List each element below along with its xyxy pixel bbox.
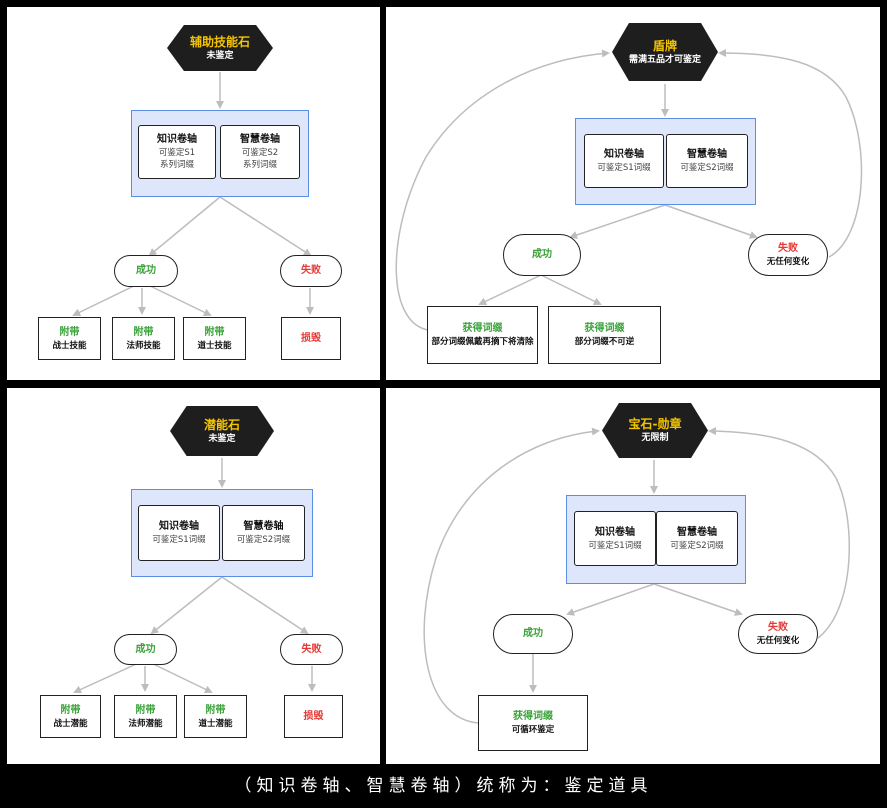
card-line: 可鉴定S1词缀 [152,535,206,545]
result-sub: 道士潜能 [198,718,233,729]
result-taoist: 附带 道士潜能 [184,695,247,738]
knowledge-scroll-card: 知识卷轴 可鉴定S1 系列词缀 [138,125,216,179]
destroy-label: 损毁 [303,710,324,722]
fail-node: 失败 无任何变化 [748,234,828,276]
card-title: 知识卷轴 [157,134,197,145]
node-title: 辅助技能石 [189,34,250,49]
wisdom-scroll-card: 智慧卷轴 可鉴定S2 系列词缀 [220,125,300,179]
card-line: 可鉴定S1词缀 [588,540,642,551]
potential-stone-node: 潜能石 未鉴定 [170,406,274,456]
result-title: 附带 [204,326,225,338]
success-node: 成功 [503,234,581,276]
scroll-group: 知识卷轴 可鉴定S1词缀 智慧卷轴 可鉴定S2词缀 [131,489,313,577]
success-label: 成功 [532,249,552,260]
card-title: 智慧卷轴 [240,134,280,145]
result-title: 获得词缀 [462,323,503,334]
node-subtitle: 未鉴定 [208,433,236,444]
card-title: 知识卷轴 [595,526,635,538]
result-title: 附带 [133,326,154,338]
card-line: 系列词缀 [159,160,194,170]
result-cleared: 获得词缀 部分词缀佩戴再摘下将清除 [427,306,538,364]
card-line: 可鉴定S2词缀 [670,540,724,551]
result-sub: 部分词缀不可逆 [574,337,635,347]
result-sub: 法师潜能 [128,718,163,729]
result-sub: 战士潜能 [53,718,88,729]
result-irreversible: 获得词缀 部分词缀不可逆 [548,306,661,364]
panel-shield: 盾牌 需满五品才可鉴定 知识卷轴 可鉴定S1词缀 智慧卷轴 可鉴定S2词缀 成功… [386,7,880,380]
card-title: 知识卷轴 [604,149,644,160]
wisdom-scroll-card: 智慧卷轴 可鉴定S2词缀 [666,134,748,188]
fail-node: 失败 [280,634,343,665]
shield-node: 盾牌 需满五品才可鉴定 [612,23,718,81]
skill-stone-node: 辅助技能石 未鉴定 [167,25,273,71]
result-mage: 附带 法师技能 [112,317,175,360]
panel-gem-medal: 宝石-勋章 无限制 知识卷轴 可鉴定S1词缀 智慧卷轴 可鉴定S2词缀 成功 失… [386,388,880,764]
result-title: 附带 [205,704,226,716]
card-line: 可鉴定S2词缀 [680,163,734,173]
result-title: 附带 [135,704,156,716]
destroy-node: 损毁 [284,695,343,738]
scroll-group: 知识卷轴 可鉴定S1词缀 智慧卷轴 可鉴定S2词缀 [566,495,746,584]
fail-label: 失败 [301,643,322,655]
result-sub: 法师技能 [126,340,161,351]
panel-potential-stone: 潜能石 未鉴定 知识卷轴 可鉴定S1词缀 智慧卷轴 可鉴定S2词缀 成功 失败 … [7,388,380,764]
card-title: 智慧卷轴 [687,149,727,160]
card-title: 知识卷轴 [159,521,199,532]
card-title: 智慧卷轴 [243,521,284,532]
result-taoist: 附带 道士技能 [183,317,246,360]
result-loop: 获得词缀 可循环鉴定 [478,695,588,751]
knowledge-scroll-card: 知识卷轴 可鉴定S1词缀 [574,511,656,566]
caption: （知识卷轴、智慧卷轴）统称为：鉴定道具 [234,776,653,796]
result-title: 获得词缀 [513,711,553,722]
node-title: 盾牌 [652,38,677,53]
result-warrior: 附带 战士潜能 [40,695,101,738]
fail-sub: 无任何变化 [766,257,810,267]
card-line: 可鉴定S2词缀 [236,535,291,545]
result-sub: 道士技能 [197,340,232,351]
success-label: 成功 [523,628,543,639]
success-node: 成功 [493,614,573,654]
card-line: 系列词缀 [242,160,277,170]
destroy-node: 损毁 [281,317,341,360]
result-sub: 部分词缀佩戴再摘下将清除 [431,337,534,347]
card-line: 可鉴定S1 [158,148,196,158]
success-node: 成功 [114,634,177,665]
fail-label: 失败 [301,265,321,276]
card-line: 可鉴定S2 [241,148,279,158]
result-title: 附带 [60,704,81,716]
destroy-label: 损毁 [301,332,321,344]
knowledge-scroll-card: 知识卷轴 可鉴定S1词缀 [138,505,220,561]
result-sub: 战士技能 [52,340,87,351]
card-title: 智慧卷轴 [677,526,717,538]
knowledge-scroll-card: 知识卷轴 可鉴定S1词缀 [584,134,664,188]
gem-medal-node: 宝石-勋章 无限制 [602,403,708,458]
node-subtitle: 无限制 [641,433,669,443]
success-label: 成功 [135,643,156,655]
result-title: 附带 [59,326,80,338]
node-subtitle: 未鉴定 [206,50,234,61]
wisdom-scroll-card: 智慧卷轴 可鉴定S2词缀 [656,511,738,566]
node-subtitle: 需满五品才可鉴定 [628,54,701,65]
result-sub: 可循环鉴定 [511,725,555,735]
scroll-group: 知识卷轴 可鉴定S1词缀 智慧卷轴 可鉴定S2词缀 [575,118,756,205]
scroll-group: 知识卷轴 可鉴定S1 系列词缀 智慧卷轴 可鉴定S2 系列词缀 [131,110,309,197]
panel-skill-stone: 辅助技能石 未鉴定 知识卷轴 可鉴定S1 系列词缀 智慧卷轴 可鉴定S2 系列词… [7,7,380,380]
success-node: 成功 [114,255,178,287]
fail-node: 失败 [280,255,342,287]
fail-label: 失败 [768,622,788,633]
wisdom-scroll-card: 智慧卷轴 可鉴定S2词缀 [222,505,305,561]
result-title: 获得词缀 [584,323,625,334]
fail-label: 失败 [778,243,798,254]
success-label: 成功 [136,265,156,276]
card-line: 可鉴定S1词缀 [597,163,651,173]
node-title: 潜能石 [203,417,240,432]
node-title: 宝石-勋章 [628,417,682,431]
fail-node: 失败 无任何变化 [738,614,818,654]
fail-sub: 无任何变化 [756,636,800,646]
result-mage: 附带 法师潜能 [114,695,177,738]
result-warrior: 附带 战士技能 [38,317,101,360]
